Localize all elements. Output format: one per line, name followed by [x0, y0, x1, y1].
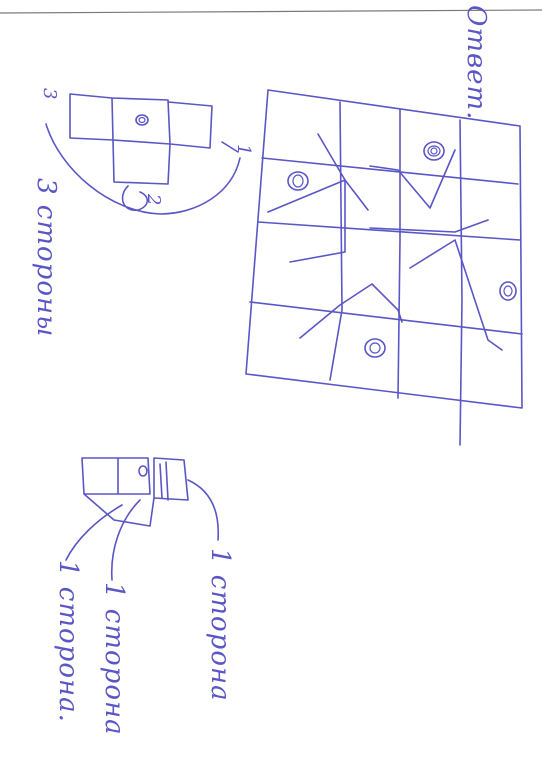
grid-dot-3: [500, 282, 516, 300]
grid-dot-1: [288, 172, 308, 190]
grid-line-v3: [460, 120, 462, 445]
label-digit-two: 2: [143, 193, 164, 206]
piece-three-sides-outline: [70, 94, 212, 184]
grid-dot-2: [424, 142, 444, 160]
fold-line-6: [300, 284, 402, 338]
fold-line-1: [318, 134, 368, 210]
label-one-side-c: 1 сторона.: [53, 560, 83, 723]
label-digit-three: 3: [39, 88, 60, 100]
label-one-side-b: 1 сторона: [99, 582, 129, 736]
small-piece-dot: [139, 466, 147, 476]
piece-three-sides: [46, 94, 240, 214]
label-three-sides: 3 стороны: [31, 178, 61, 337]
grid-line-v2: [398, 110, 400, 398]
piece-one-side-outline: [82, 458, 188, 526]
fold-line-3: [370, 150, 455, 208]
piece-dot: [136, 115, 148, 125]
label-digit-one: 1: [233, 144, 254, 156]
answer-grid: [246, 90, 522, 445]
grid-line-h2: [258, 222, 520, 240]
fold-line-5: [410, 240, 502, 350]
pencil-margin-line: [0, 10, 542, 13]
fold-line-2: [268, 180, 345, 262]
label-answer: Ответ.: [461, 5, 491, 120]
tail-2: [112, 500, 140, 580]
piece-one-side: [66, 458, 218, 580]
grid-dot-4: [365, 339, 385, 357]
tail-1: [188, 480, 218, 540]
label-one-side-a: 1 сторона: [205, 548, 235, 702]
small-piece-fold-1: [160, 462, 168, 500]
answer-grid-border: [246, 90, 522, 408]
grid-line-h1: [262, 158, 518, 184]
grid-line-v1: [330, 102, 342, 380]
